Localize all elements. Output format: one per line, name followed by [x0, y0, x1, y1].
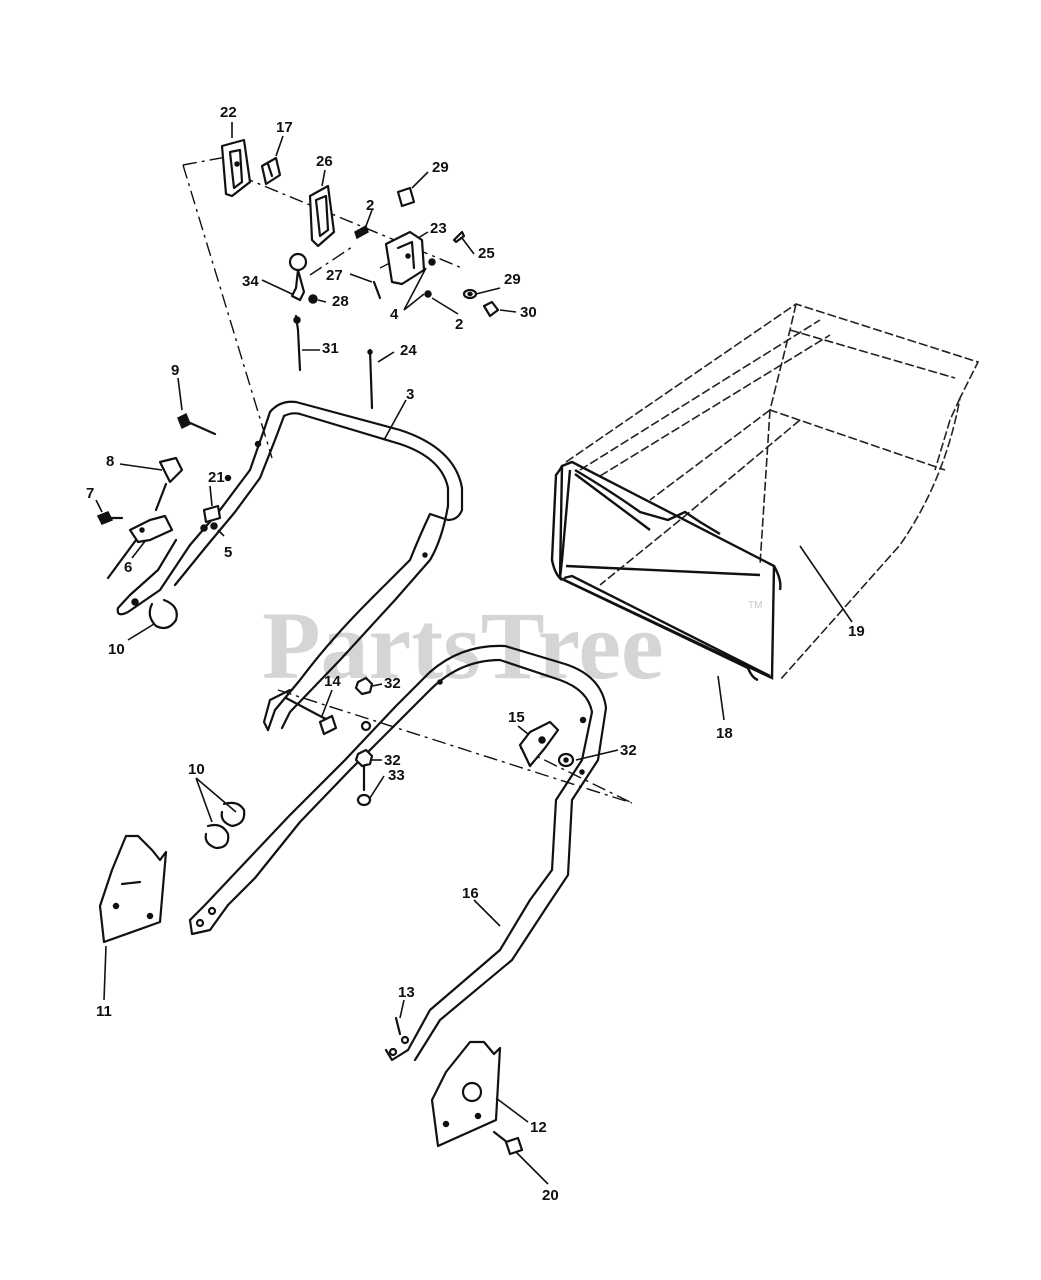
- callout-24: 24: [400, 342, 417, 359]
- spring-27[interactable]: [372, 280, 382, 300]
- callout-10a: 10: [108, 641, 125, 658]
- callout-29b: 29: [504, 271, 521, 288]
- upper-handle[interactable]: [116, 400, 464, 732]
- rings-10-lower[interactable]: [204, 801, 246, 850]
- callout-14: 14: [324, 673, 341, 690]
- callout-22: 22: [220, 104, 237, 121]
- clip-17[interactable]: [260, 156, 282, 186]
- ring-10-upper[interactable]: [148, 598, 178, 630]
- pin-13[interactable]: [394, 1016, 402, 1036]
- washer-29[interactable]: [462, 288, 478, 300]
- callout-18: 18: [716, 725, 733, 742]
- knob-15[interactable]: [518, 720, 560, 768]
- rod-24[interactable]: [368, 348, 374, 410]
- callout-10b: 10: [188, 761, 205, 778]
- nut-4a[interactable]: [428, 258, 436, 266]
- nut-4b[interactable]: [424, 290, 432, 298]
- nut-32-upper[interactable]: [354, 676, 374, 696]
- bolt-20[interactable]: [492, 1130, 524, 1156]
- callout-32b: 32: [620, 742, 637, 759]
- callout-2b: 2: [455, 316, 463, 333]
- control-bracket-26[interactable]: [308, 184, 336, 248]
- side-plate-12[interactable]: [430, 1040, 502, 1148]
- callout-13: 13: [398, 984, 415, 1001]
- callout-6: 6: [124, 559, 132, 576]
- callout-34: 34: [242, 273, 259, 290]
- callout-9: 9: [171, 362, 179, 379]
- control-lever-34[interactable]: [288, 252, 308, 302]
- callout-27: 27: [326, 267, 343, 284]
- callout-17: 17: [276, 119, 293, 136]
- callout-11: 11: [96, 1003, 112, 1020]
- pin-25[interactable]: [452, 230, 466, 244]
- callout-31: 31: [322, 340, 339, 357]
- callout-33: 33: [388, 767, 405, 784]
- nut-32-lower[interactable]: [354, 748, 374, 768]
- callout-29a: 29: [432, 159, 449, 176]
- callout-7: 7: [86, 485, 94, 502]
- nut-5b[interactable]: [210, 522, 218, 530]
- callout-32c: 32: [384, 752, 401, 769]
- callout-30: 30: [520, 304, 537, 321]
- knob-29[interactable]: [396, 186, 416, 208]
- callout-16: 16: [462, 885, 479, 902]
- callout-15: 15: [508, 709, 525, 726]
- screw-2[interactable]: [354, 224, 369, 240]
- knob-8[interactable]: [154, 456, 184, 512]
- callout-3: 3: [406, 386, 414, 403]
- callout-28: 28: [332, 293, 349, 310]
- callout-5: 5: [224, 544, 232, 561]
- bracket-6[interactable]: [106, 514, 174, 580]
- callout-21: 21: [208, 469, 225, 486]
- side-plate-11[interactable]: [98, 834, 168, 944]
- partstree-watermark: PartsTree: [262, 592, 664, 699]
- callout-4: 4: [390, 306, 399, 323]
- callout-25: 25: [478, 245, 495, 262]
- callout-12: 12: [530, 1119, 547, 1136]
- eyebolt-33[interactable]: [356, 764, 372, 807]
- callout-20: 20: [542, 1187, 559, 1204]
- callout-labels: 22 17 26 29 2 23 25 27 34 28 29 4 2 30 3…: [86, 104, 865, 1204]
- bolt-7[interactable]: [96, 511, 114, 525]
- callout-8: 8: [106, 453, 114, 470]
- callout-23: 23: [430, 220, 447, 237]
- bolt-14[interactable]: [284, 696, 338, 736]
- control-bracket-22[interactable]: [220, 138, 252, 198]
- washer-32-right[interactable]: [557, 752, 575, 768]
- callout-32a: 32: [384, 675, 401, 692]
- nut-28[interactable]: [308, 294, 318, 304]
- callout-26: 26: [316, 153, 333, 170]
- watermark-trademark: TM: [748, 600, 762, 611]
- bolt-30[interactable]: [482, 300, 500, 318]
- nut-5a[interactable]: [200, 524, 208, 532]
- clip-21[interactable]: [202, 504, 222, 524]
- bolt-9[interactable]: [177, 412, 217, 436]
- lower-handle[interactable]: [188, 644, 608, 1062]
- cable-31[interactable]: [294, 314, 302, 372]
- grass-bag[interactable]: [550, 303, 980, 682]
- callout-2a: 2: [366, 197, 374, 214]
- control-bracket-23[interactable]: [384, 230, 426, 286]
- callout-19: 19: [848, 623, 865, 640]
- leader-lines: [95, 122, 853, 1185]
